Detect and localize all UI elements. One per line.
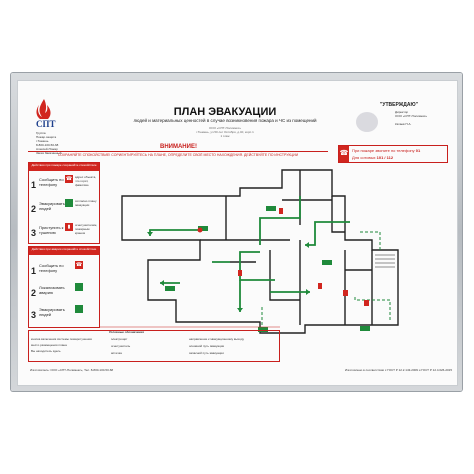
reserve-evacuation-route [261,231,391,330]
fire-actions-panel: Действия при пожаре сохраняйте спокойств… [28,162,100,244]
fire-actions-header: Действия при пожаре сохраняйте спокойств… [29,163,99,171]
footer-right: Изготовлено в соответствии с ГОСТ Р 12.2… [344,368,452,372]
logo-text: Группа Пожар.защита г.Тюмень 8-800-100-5… [36,131,62,155]
legend-col-2: электрощит огнетушитель аптечка [111,337,131,355]
exit-signs [165,206,370,332]
warning-icon [75,283,83,291]
plan-address: ООО «СПТ-Полимекс» г.Тюмень, ул.50 лет О… [196,126,254,138]
evacuation-plan-sheet [17,80,458,386]
legend-panel: Условные обозначения кнопка включения си… [28,330,280,362]
approved-label: "УТВЕРЖДАЮ" [380,102,418,108]
legend-col-3: направление к эвакуационному выходу осно… [189,337,244,355]
phone-line1: При пожаре звоните по телефону 01 [352,148,421,153]
emergency-step-1: 1 Сообщить по телефону ☎ [31,261,83,276]
you-are-here-marker [197,227,203,233]
phone-icon: ☎ [65,175,73,183]
exit-icon [65,199,73,207]
emergency-actions-panel: Действия при аварии сохраняйте спокойств… [28,246,100,328]
route-arrows [147,232,310,312]
flame-icon [36,99,51,119]
footer-left: Изготовитель: ООО «СПТ-Полимекс», Тел. 8… [30,368,114,372]
phone-icon: ☎ [75,261,83,269]
exit-icon [75,305,83,313]
extinguisher-icons [238,208,369,306]
company-logo: СПТ Группа Пожар.защита г.Тюмень 8-800-1… [30,95,62,165]
logo-brand: СПТ [36,119,56,129]
attention-title: ВНИМАНИЕ! [160,144,197,150]
emergency-step-2: 2 Локализовать аварию [31,283,97,301]
fire-step-1: 1 Сообщить по телефону ☎ адрес объекта, … [31,175,97,190]
phone-line2: Для сотовых 101 / 112 [352,155,394,160]
stamp [356,112,378,132]
calm-notice: СОХРАНЯЙТЕ СПОКОЙСТВИЕ! СОРИЕНТИРУЙТЕСЬ … [28,151,328,158]
phone-box: ☎ При пожаре звоните по телефону 01 Для … [338,145,448,163]
plan-title: ПЛАН ЭВАКУАЦИИ [173,106,277,118]
emergency-actions-header: Действия при аварии сохраняйте спокойств… [29,247,99,255]
phone-icon: ☎ [339,146,349,162]
legend-header: Условные обозначения [109,330,144,334]
fire-step-3: 3 Приступить к тушению ▮ огнетушителем, … [31,223,98,238]
approved-block: Директор ООО «СПТ-Полимекс» Катаев П.А. [395,110,428,126]
plan-subtitle: людей и материальных ценностей в случае … [133,118,317,123]
fire-step-2: 2 Эвакуировать людей согласно плану эвак… [31,199,97,214]
legend-col-1: кнопка включения системы пожаротушения м… [31,337,92,353]
emergency-step-3: 3 Эвакуировать людей [31,305,97,323]
main-evacuation-route [149,196,350,312]
extinguisher-icon: ▮ [65,223,73,231]
